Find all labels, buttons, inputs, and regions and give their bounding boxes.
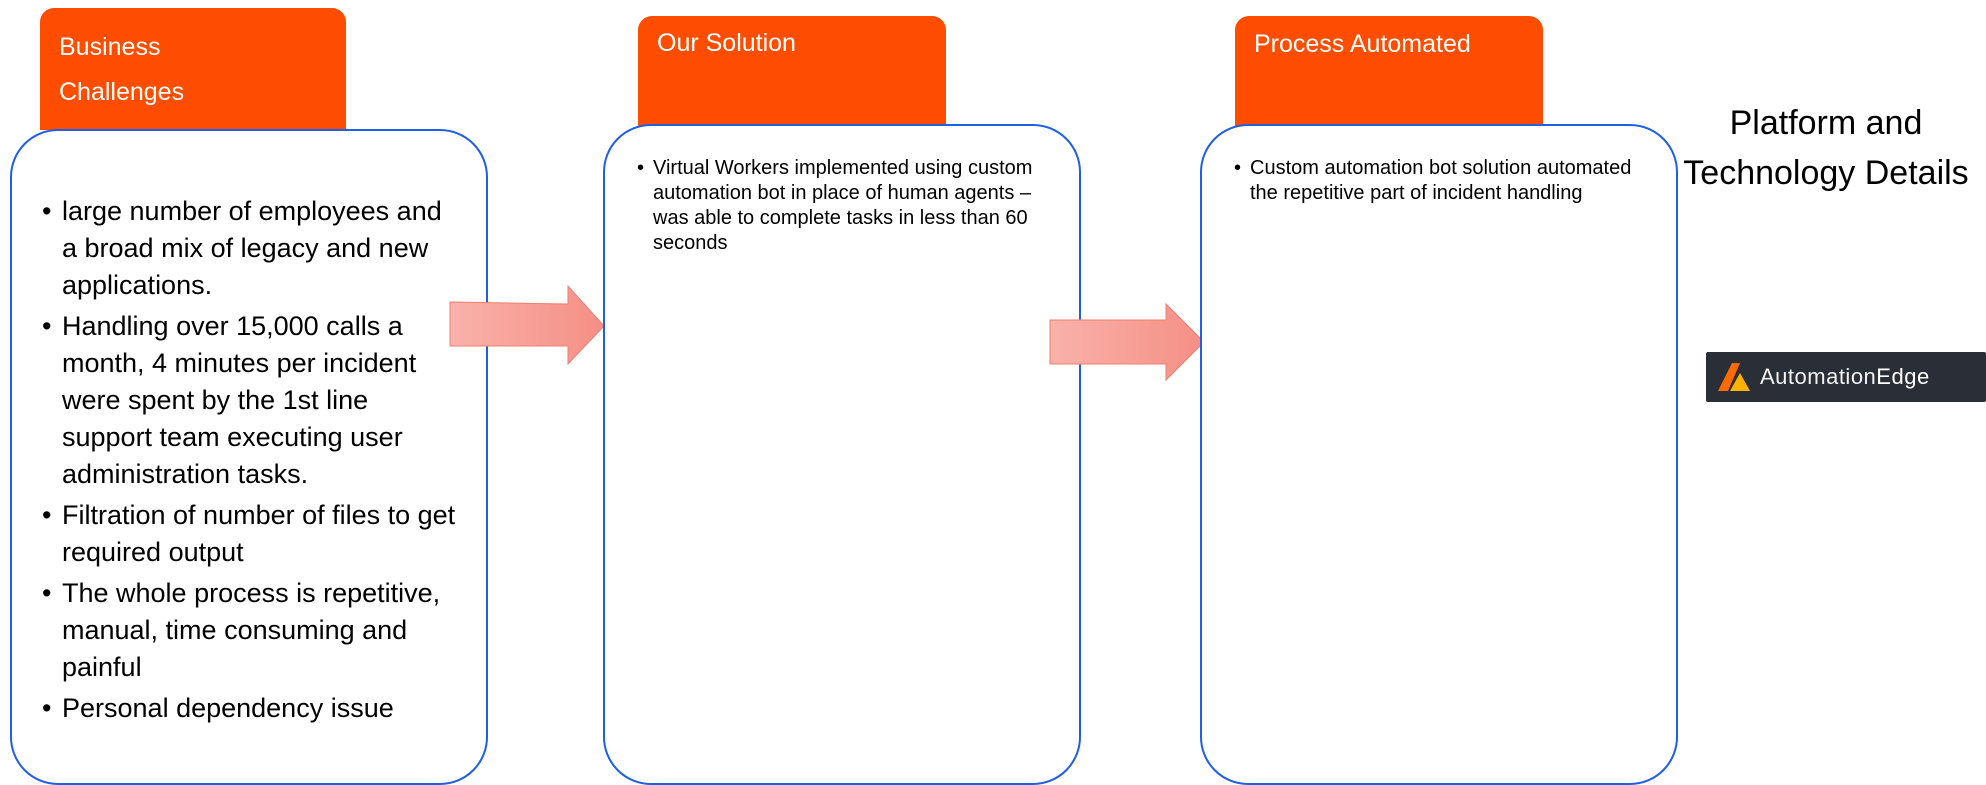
platform-title: Platform and Technology Details (1666, 98, 1986, 198)
automationedge-logo-icon (1718, 363, 1750, 391)
business-challenges-header: Business Challenges (40, 8, 346, 130)
process-automated-header: Process Automated (1235, 16, 1543, 128)
automation-item: Custom automation bot solution automated… (1234, 156, 1636, 206)
challenge-item: large number of employees and a broad mi… (42, 193, 462, 304)
challenge-item: Handling over 15,000 calls a month, 4 mi… (42, 308, 462, 493)
logo-text: AutomationEdge (1760, 364, 1930, 390)
header-label: Process Automated (1254, 30, 1471, 58)
platform-title-line-1: Platform and (1729, 104, 1923, 142)
header-line-2: Challenges (59, 78, 185, 106)
solution-list: Virtual Workers implemented using custom… (605, 126, 1079, 256)
platform-title-line-2: Technology Details (1683, 154, 1969, 192)
challenge-item: Filtration of number of files to get req… (42, 497, 462, 571)
challenges-list: large number of employees and a broad mi… (12, 131, 486, 727)
challenge-item: Personal dependency issue (42, 690, 462, 727)
our-solution-card: Virtual Workers implemented using custom… (603, 124, 1081, 785)
arrow-right-icon (1049, 302, 1205, 382)
process-automated-card: Custom automation bot solution automated… (1200, 124, 1678, 785)
automationedge-logo: AutomationEdge (1706, 352, 1986, 402)
automation-list: Custom automation bot solution automated… (1202, 126, 1676, 206)
business-challenges-card: large number of employees and a broad mi… (10, 129, 488, 785)
logo-text-part-1: Automation (1760, 364, 1877, 389)
header-label: Our Solution (657, 29, 796, 57)
logo-text-part-2: Edge (1876, 364, 1930, 389)
solution-item: Virtual Workers implemented using custom… (637, 156, 1039, 256)
header-line-1: Business (59, 33, 161, 61)
challenge-item: The whole process is repetitive, manual,… (42, 575, 462, 686)
arrow-right-icon (449, 284, 605, 366)
our-solution-header: Our Solution (638, 16, 946, 128)
